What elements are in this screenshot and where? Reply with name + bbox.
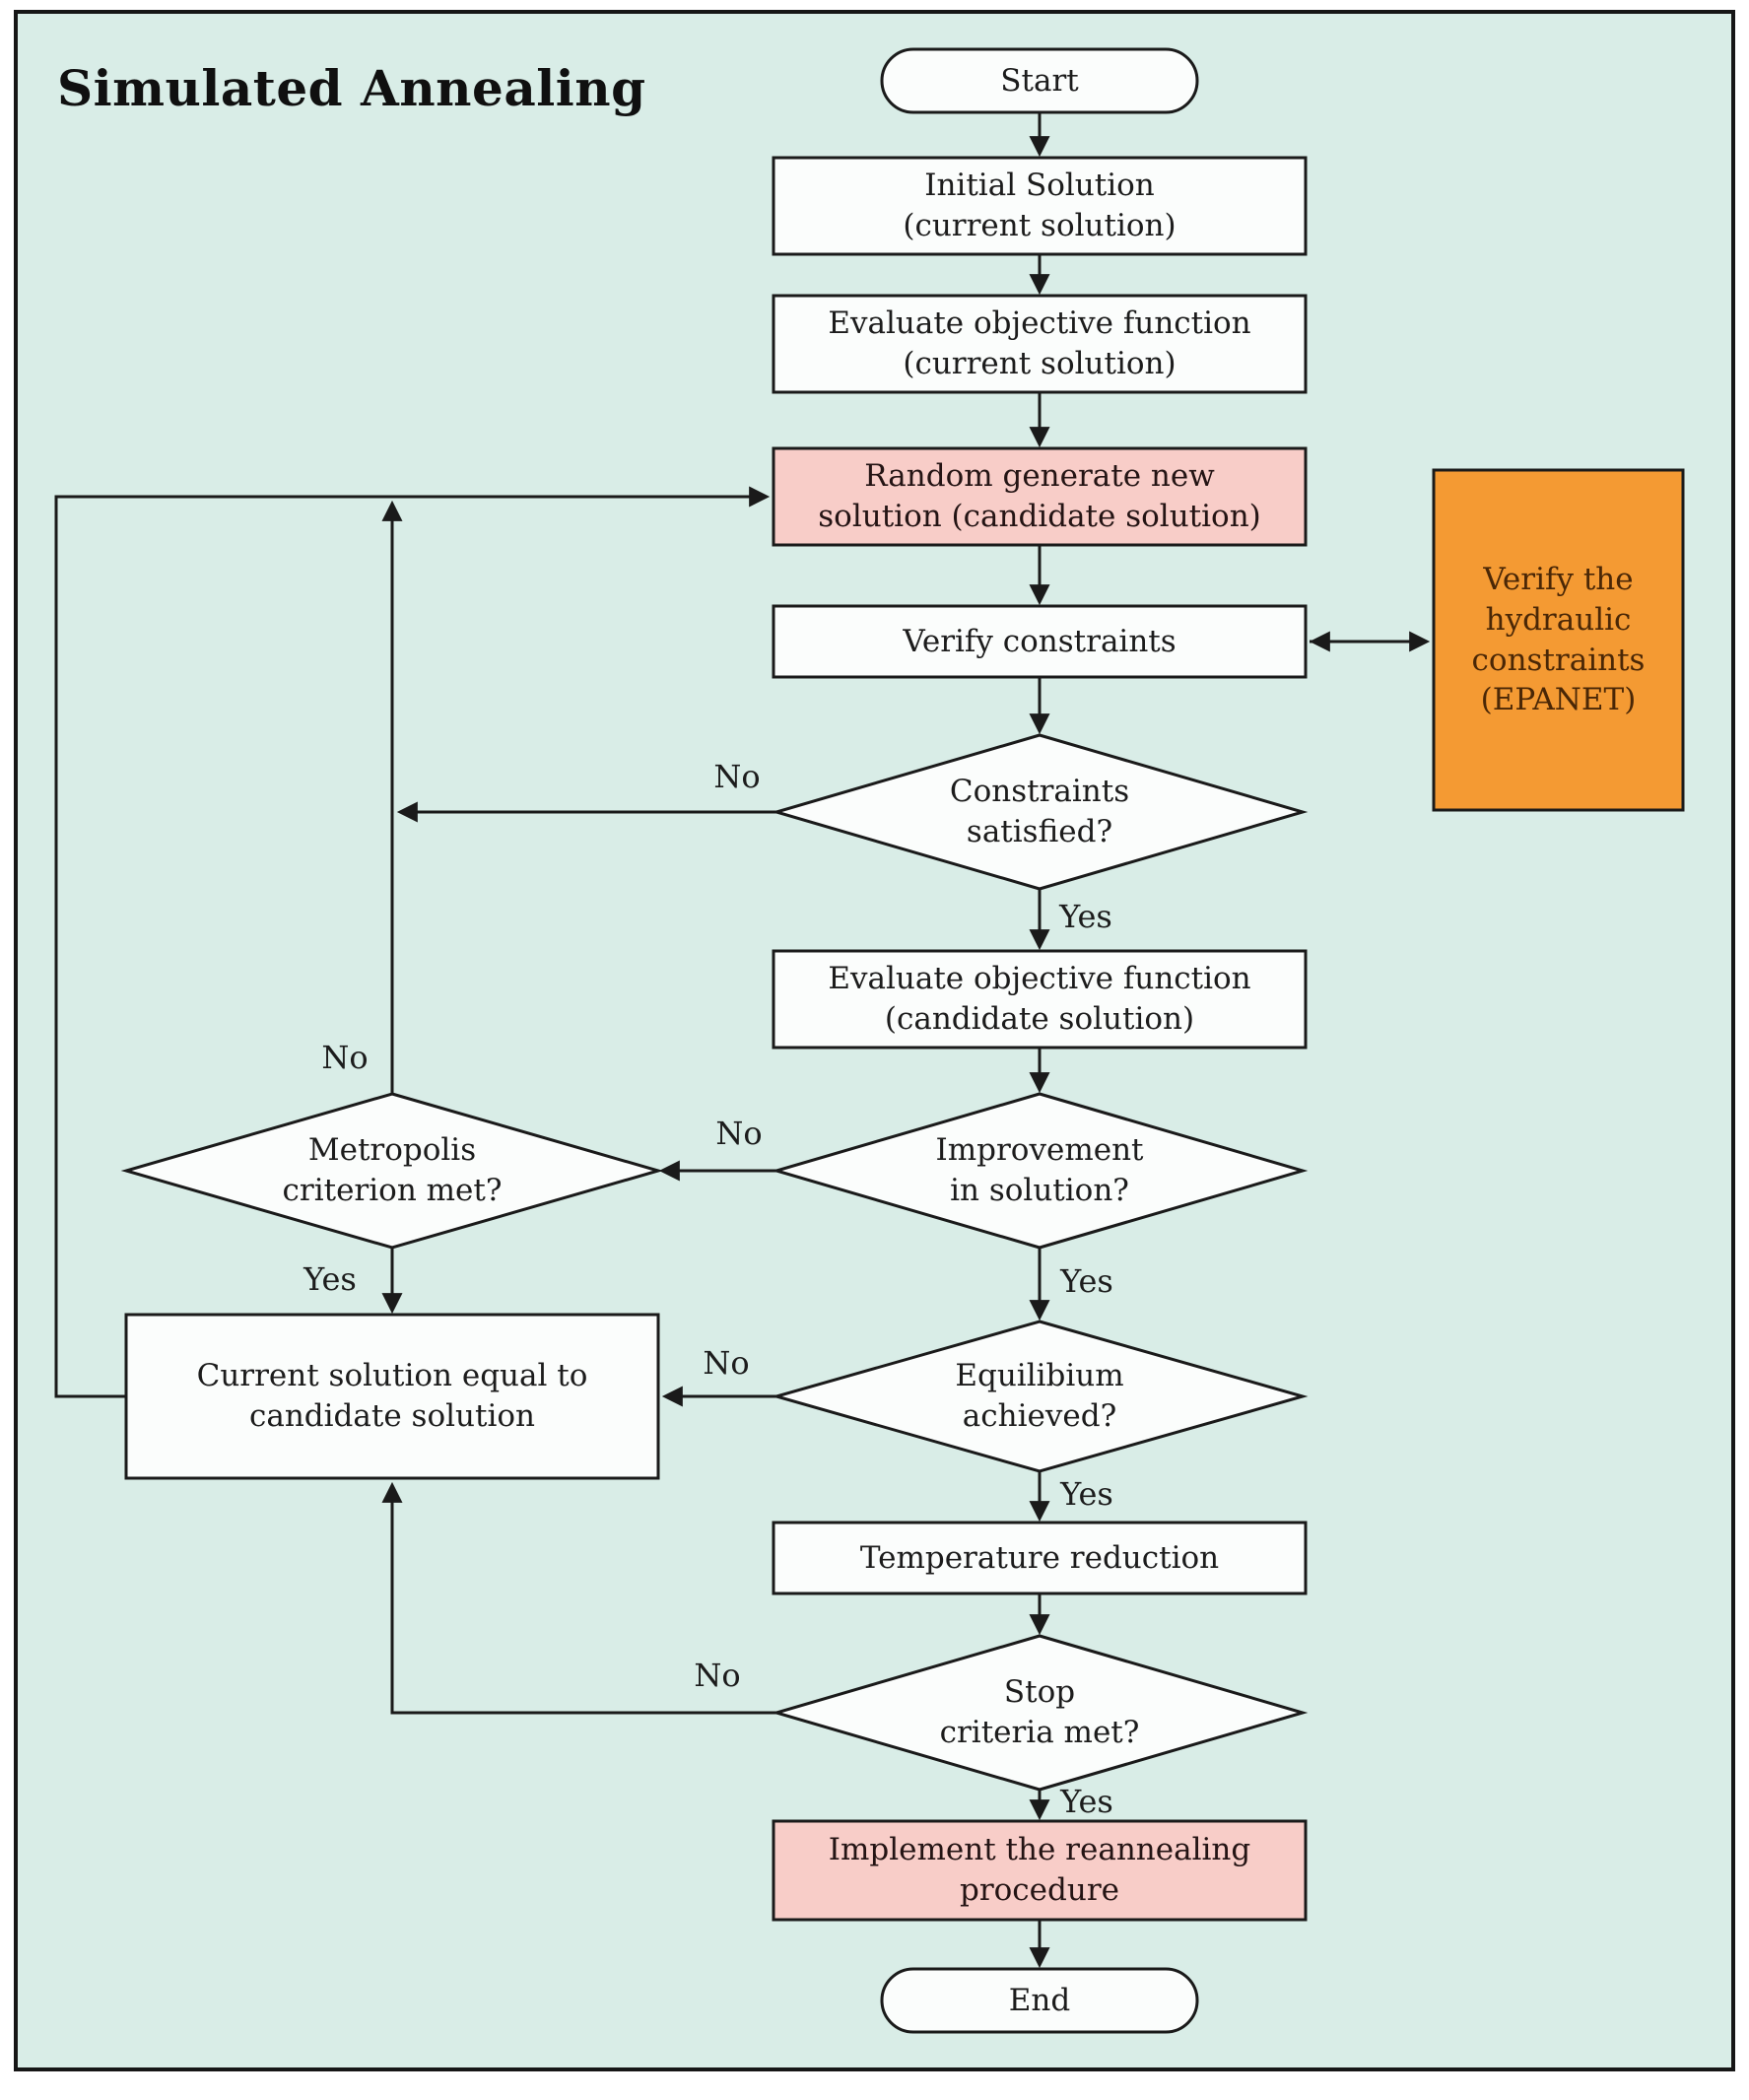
verify-constraints-shape xyxy=(772,604,1308,679)
improvement-diamond xyxy=(771,1092,1309,1250)
epanet-shape xyxy=(1432,468,1685,812)
reannealing-shape xyxy=(772,1819,1308,1922)
random-generate-shape xyxy=(772,446,1308,547)
end-terminator-shape xyxy=(880,1967,1199,2034)
evaluate-candidate-shape xyxy=(772,949,1308,1050)
temperature-reduction-shape xyxy=(772,1521,1308,1595)
evaluate-current-shape xyxy=(772,294,1308,394)
page-title: Simulated Annealing xyxy=(57,59,646,117)
edge-stop-no xyxy=(381,1481,776,1715)
start-terminator-shape xyxy=(880,47,1199,114)
constraints-satisfied-diamond xyxy=(771,733,1309,891)
current-equals-candidate-shape xyxy=(124,1313,660,1480)
equilibium-diamond xyxy=(771,1320,1309,1473)
edge-current-solution-loop xyxy=(54,486,771,1398)
stop-criteria-diamond xyxy=(771,1634,1309,1792)
metropolis-diamond xyxy=(120,1092,664,1250)
initial-solution-shape xyxy=(772,156,1308,256)
